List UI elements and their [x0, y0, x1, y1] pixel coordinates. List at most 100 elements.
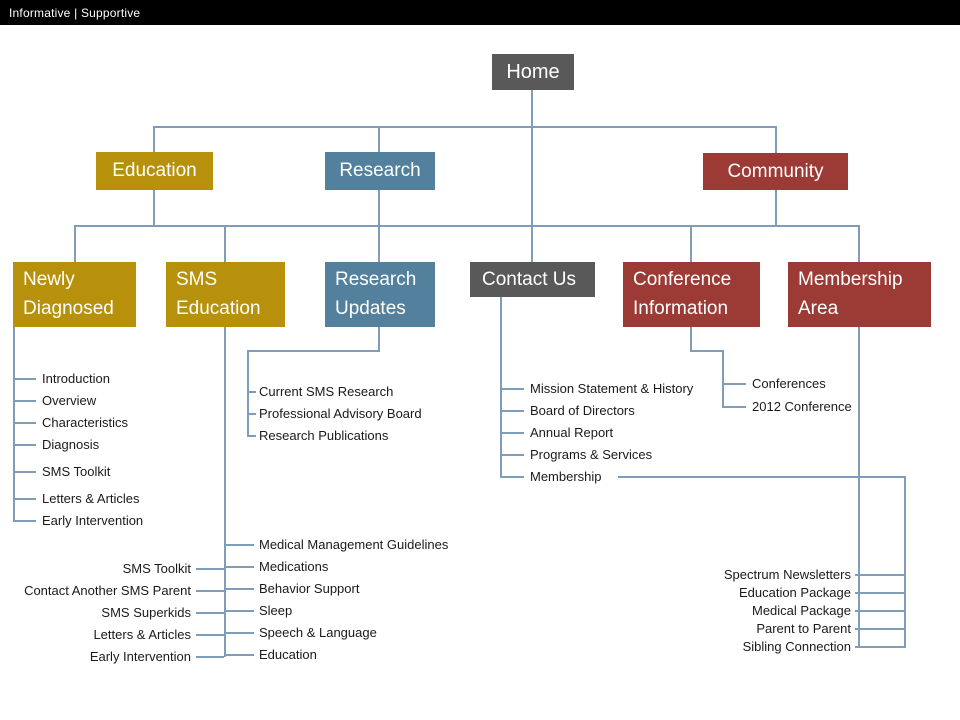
- list-item: Spectrum Newsletters: [723, 567, 851, 582]
- list-item: Education: [259, 647, 317, 662]
- item-tick-line: [226, 588, 254, 590]
- item-tick-line: [226, 654, 254, 656]
- item-tick-line: [226, 544, 254, 546]
- item-tick-line: [226, 632, 254, 634]
- list-item: Programs & Services: [530, 447, 653, 462]
- list-item: SMS Toolkit: [42, 464, 111, 479]
- item-tick-line: [196, 634, 224, 636]
- item-tick-line: [196, 568, 224, 570]
- node-home: Home: [492, 54, 574, 90]
- item-tick-line: [14, 378, 36, 380]
- connector-line: [247, 350, 249, 437]
- connector-line: [153, 190, 155, 227]
- list-item: Letters & Articles: [42, 491, 140, 506]
- item-tick-line: [502, 410, 524, 412]
- item-tick-line: [14, 520, 36, 522]
- connector-line: [74, 225, 860, 227]
- list-item: Current SMS Research: [259, 384, 394, 399]
- item-tick-line: [502, 388, 524, 390]
- connector-line: [858, 327, 860, 648]
- list-item: Behavior Support: [259, 581, 360, 596]
- item-tick-line: [724, 383, 746, 385]
- connector-line: [904, 476, 906, 648]
- item-tick-line: [196, 656, 224, 658]
- item-tick-line: [248, 435, 256, 437]
- item-tick-line: [724, 406, 746, 408]
- list-item: Sibling Connection: [742, 639, 851, 654]
- node-research-updates: Research Updates: [325, 262, 435, 327]
- item-tick-line: [855, 646, 904, 648]
- node-research: Research: [325, 152, 435, 190]
- connector-line: [224, 327, 226, 657]
- list-item: SMS Toolkit: [122, 561, 191, 576]
- list-item: SMS Superkids: [101, 605, 191, 620]
- node-newly-diagnosed: Newly Diagnosed: [13, 262, 136, 327]
- node-membership-area: Membership Area: [788, 262, 931, 327]
- list-item: Membership: [530, 469, 602, 484]
- connector-line: [690, 225, 692, 262]
- list-item: Diagnosis: [42, 437, 100, 452]
- item-tick-line: [248, 413, 256, 415]
- item-tick-line: [502, 476, 524, 478]
- list-item: Medical Management Guidelines: [259, 537, 449, 552]
- connector-line: [378, 327, 380, 352]
- connector-line: [247, 350, 380, 352]
- list-item: Annual Report: [530, 425, 614, 440]
- list-item: Education Package: [738, 585, 851, 600]
- item-tick-line: [855, 628, 904, 630]
- list-item: Introduction: [42, 371, 110, 386]
- item-tick-line: [855, 574, 904, 576]
- list-item: Mission Statement & History: [530, 381, 694, 396]
- connector-line: [13, 327, 15, 522]
- item-tick-line: [855, 610, 904, 612]
- list-item: Characteristics: [42, 415, 128, 430]
- banner-text: Informative | Supportive: [9, 5, 141, 20]
- list-item: Sleep: [259, 603, 293, 618]
- item-tick-line: [248, 391, 256, 393]
- node-community: Community: [703, 153, 848, 190]
- list-item: Board of Directors: [530, 403, 635, 418]
- item-tick-line: [14, 471, 36, 473]
- list-item: Medical Package: [752, 603, 851, 618]
- item-tick-line: [196, 612, 224, 614]
- item-tick-line: [855, 592, 904, 594]
- item-tick-line: [14, 422, 36, 424]
- list-item: Speech & Language: [259, 625, 377, 640]
- list-item: Early Intervention: [42, 513, 144, 528]
- connector-line: [74, 225, 76, 262]
- connector-line: [531, 90, 533, 262]
- connector-line: [775, 126, 777, 153]
- list-item: Contact Another SMS Parent: [24, 583, 191, 598]
- connector-line: [690, 327, 692, 352]
- connector-line: [618, 476, 906, 478]
- connector-line: [153, 126, 155, 152]
- item-tick-line: [14, 400, 36, 402]
- connector-line: [722, 350, 724, 408]
- list-item: Early Intervention: [89, 649, 191, 664]
- item-tick-line: [502, 454, 524, 456]
- item-tick-line: [226, 610, 254, 612]
- node-sms-education: SMS Education: [166, 262, 285, 327]
- list-item: Medications: [259, 559, 329, 574]
- list-item: Conferences: [752, 376, 826, 391]
- item-tick-line: [196, 590, 224, 592]
- connector-line: [775, 190, 777, 227]
- connector-line: [690, 350, 723, 352]
- item-tick-line: [14, 444, 36, 446]
- list-item: Professional Advisory Board: [259, 406, 422, 421]
- connector-line: [224, 225, 226, 262]
- connector-line: [153, 126, 777, 128]
- item-tick-line: [502, 432, 524, 434]
- node-contact-us: Contact Us: [470, 262, 595, 297]
- connector-line: [378, 126, 380, 152]
- connector-line: [378, 190, 380, 227]
- item-tick-line: [14, 498, 36, 500]
- item-tick-line: [226, 566, 254, 568]
- list-item: Research Publications: [259, 428, 389, 443]
- node-conference-information: Conference Information: [623, 262, 760, 327]
- connector-line: [500, 297, 502, 478]
- list-item: 2012 Conference: [752, 399, 852, 414]
- slide-header-bar: Informative | Supportive: [0, 0, 960, 25]
- node-education: Education: [96, 152, 213, 190]
